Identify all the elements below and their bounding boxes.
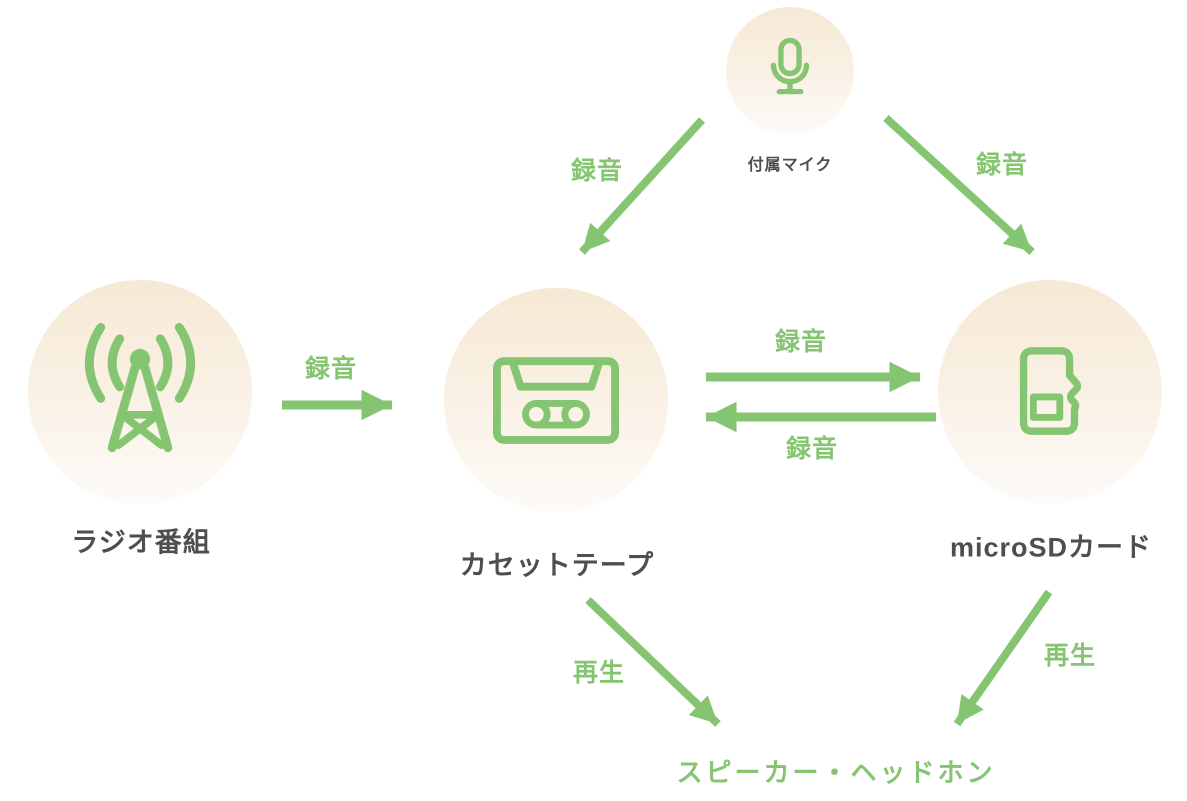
edge-label-mic-to-cassette: 録音 xyxy=(570,157,624,185)
radio-tower-icon xyxy=(85,322,195,453)
node-radio xyxy=(28,280,252,504)
node-microsd xyxy=(938,280,1162,504)
cassette-tape-icon xyxy=(493,356,619,444)
microsd-card-icon xyxy=(1019,347,1082,435)
arrow-microsd-to-speaker xyxy=(953,589,1053,727)
node-mic xyxy=(726,7,854,135)
edge-label-cassette-to-microsd: 録音 xyxy=(774,328,828,356)
edge-label-microsd-to-cassette: 録音 xyxy=(785,435,839,463)
node-radio-label: ラジオ番組 xyxy=(71,527,211,558)
microphone-icon xyxy=(770,37,810,95)
edge-label-cassette-to-speaker: 再生 xyxy=(572,659,626,687)
arrow-mic-to-microsd xyxy=(883,115,1035,255)
node-speaker-label: スピーカー・ヘッドホン xyxy=(676,757,996,788)
node-cassette-label: カセットテープ xyxy=(459,550,655,581)
edge-label-mic-to-microsd: 録音 xyxy=(975,151,1029,179)
node-microsd-label: microSDカード xyxy=(949,532,1153,563)
node-mic-label: 付属マイク xyxy=(747,157,833,174)
node-cassette xyxy=(444,288,668,512)
edge-label-microsd-to-speaker: 再生 xyxy=(1043,642,1097,670)
edge-label-radio-to-cassette: 録音 xyxy=(304,355,358,383)
